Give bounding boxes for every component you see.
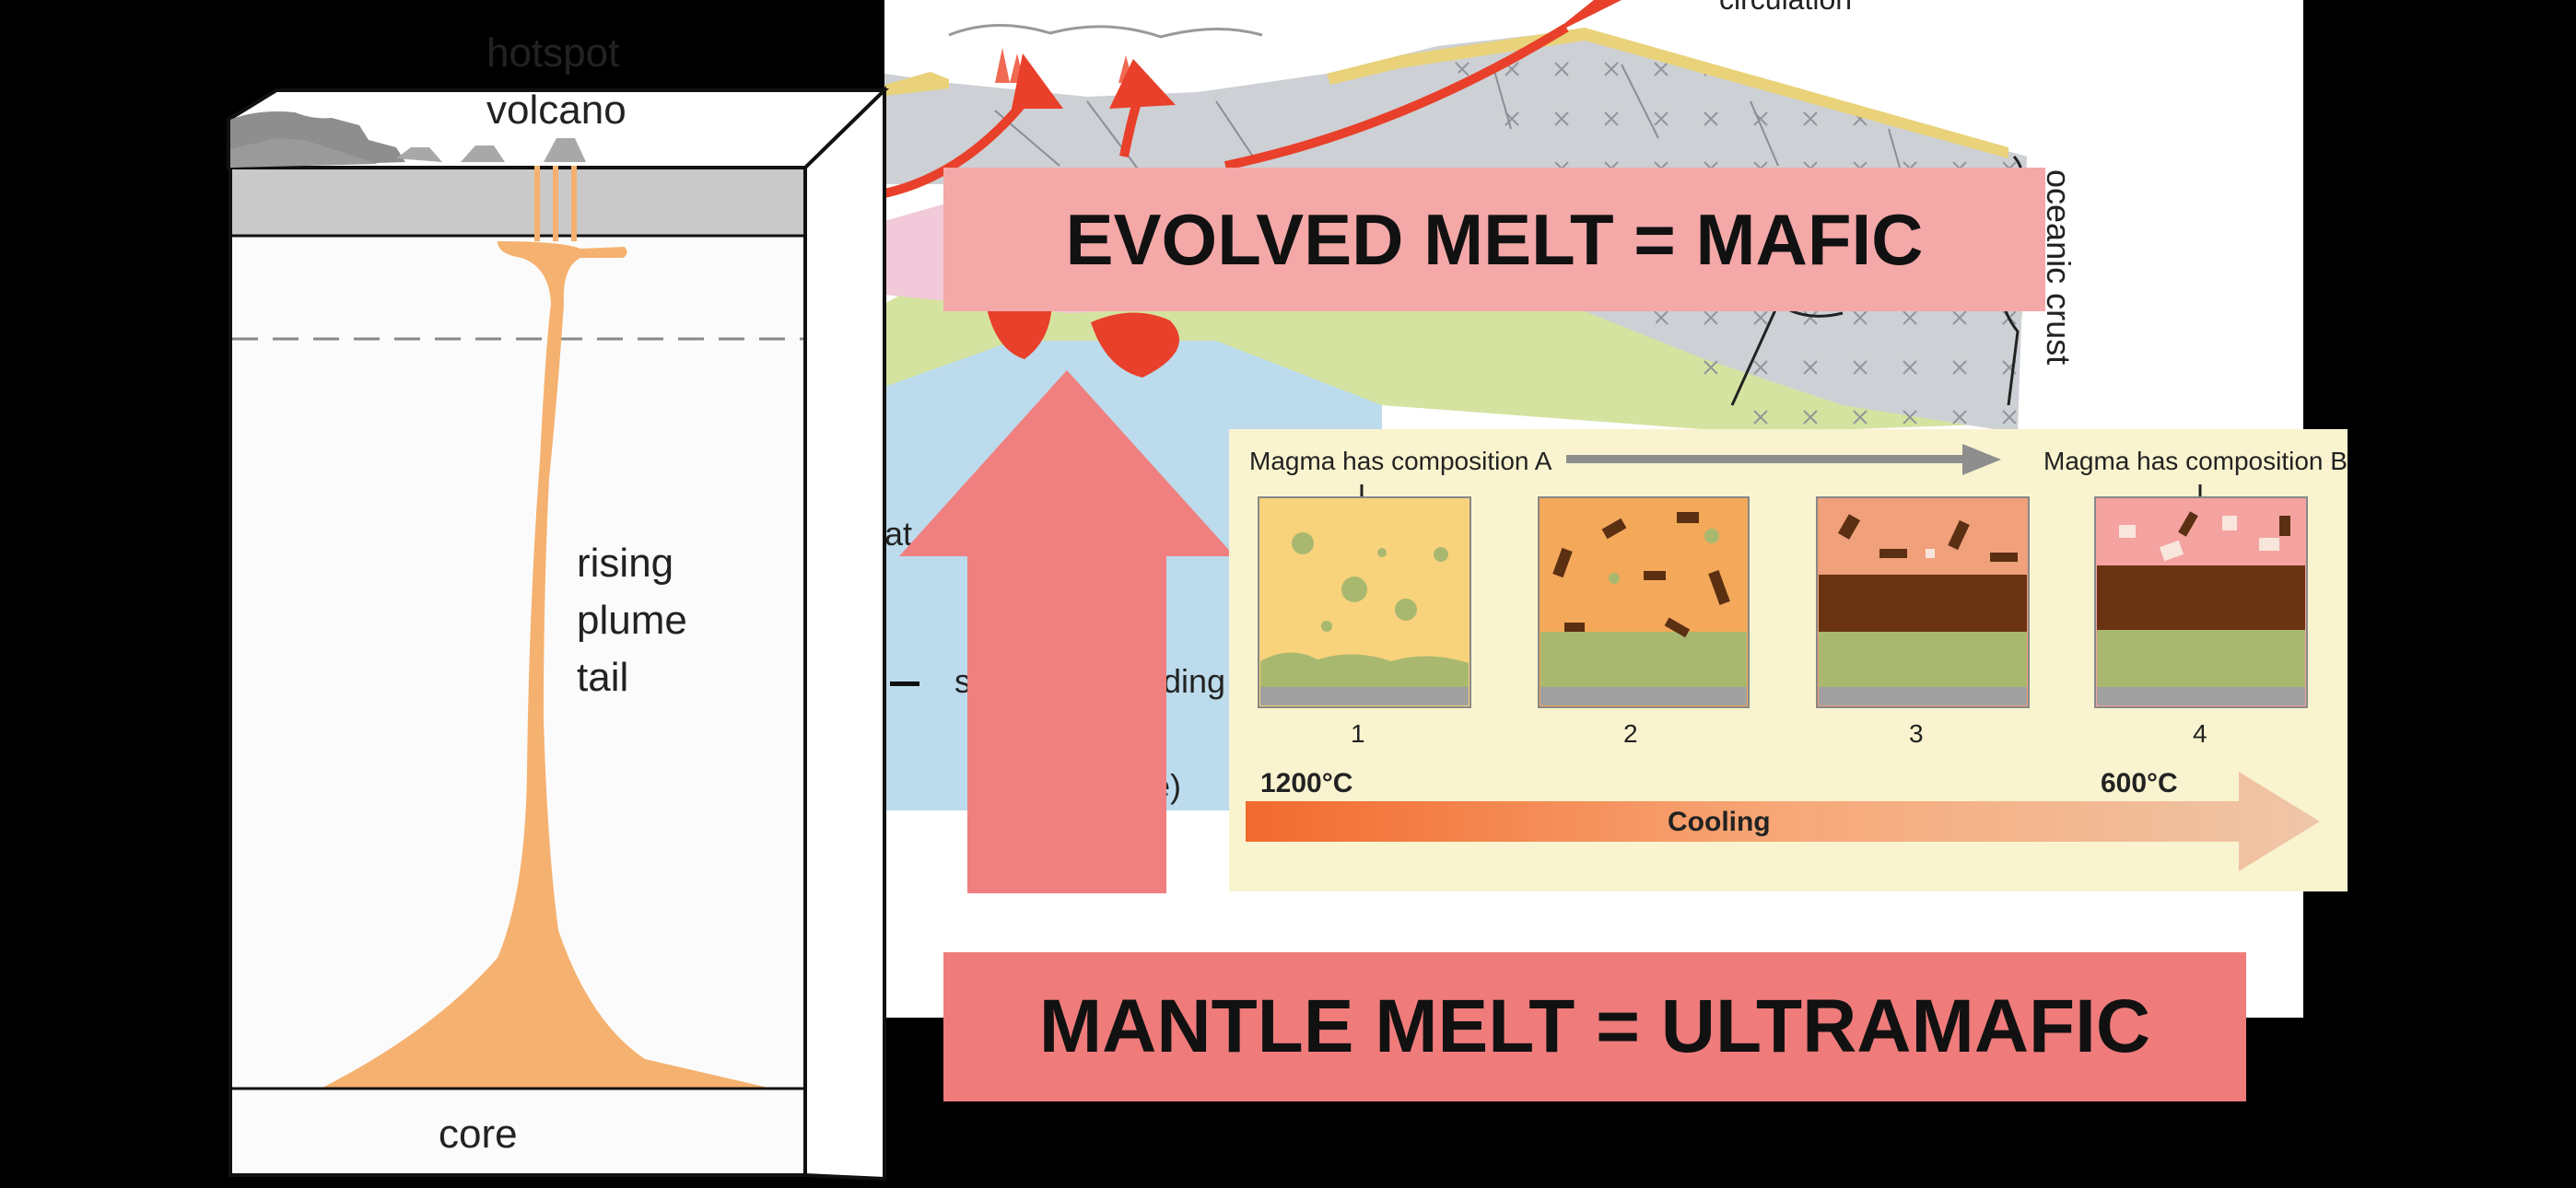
mantle-plume-diagram: hotspot volcano rising plume tail core [227, 30, 889, 1182]
cooling-label: Cooling [1668, 807, 1771, 837]
cooling-arrow [1246, 772, 2320, 871]
volcano-line: volcano [486, 87, 626, 133]
crystallization-panel: Magma has composition A Magma has compos… [1229, 429, 2348, 891]
composition-b-label: Magma has composition B [2043, 447, 2348, 475]
rising-line: rising [577, 541, 673, 586]
partial-label-ding: ding [1163, 662, 1225, 700]
temperature-end-label: 600°C [2101, 768, 2178, 798]
circulation-label: circulation [1719, 0, 1852, 16]
evolved-melt-banner: EVOLVED MELT = MAFIC [943, 168, 2045, 311]
plume-line: plume [577, 598, 687, 643]
plume-tail [321, 241, 772, 1089]
tail-line: tail [577, 655, 628, 700]
oceanic-crust-label: oceanic crust [2040, 169, 2078, 365]
upward-arrow [899, 370, 1235, 893]
step-number-3: 3 [1909, 719, 1924, 748]
rising-plume-tail-label: rising plume tail [577, 541, 698, 700]
crystallization-step-1 [1258, 496, 1471, 708]
hotspot-volcano-label: hotspot volcano [486, 30, 631, 133]
partial-label-s: s [954, 662, 971, 700]
core-label: core [439, 1112, 518, 1157]
partial-label-at: at [884, 515, 912, 553]
crystallization-step-2 [1538, 496, 1750, 708]
composition-a-label: Magma has composition A [1249, 447, 1552, 475]
progression-arrow [1566, 455, 1972, 463]
step-number-1: 1 [1351, 719, 1365, 748]
temperature-start-label: 1200°C [1260, 768, 1352, 798]
hotspot-line: hotspot [486, 30, 619, 76]
step-number-2: 2 [1623, 719, 1638, 748]
step-number-4: 4 [2193, 719, 2207, 748]
mantle-melt-banner: MANTLE MELT = ULTRAMAFIC [943, 952, 2246, 1101]
crystallization-step-3 [1816, 496, 2030, 708]
crystallization-step-4 [2094, 496, 2308, 708]
